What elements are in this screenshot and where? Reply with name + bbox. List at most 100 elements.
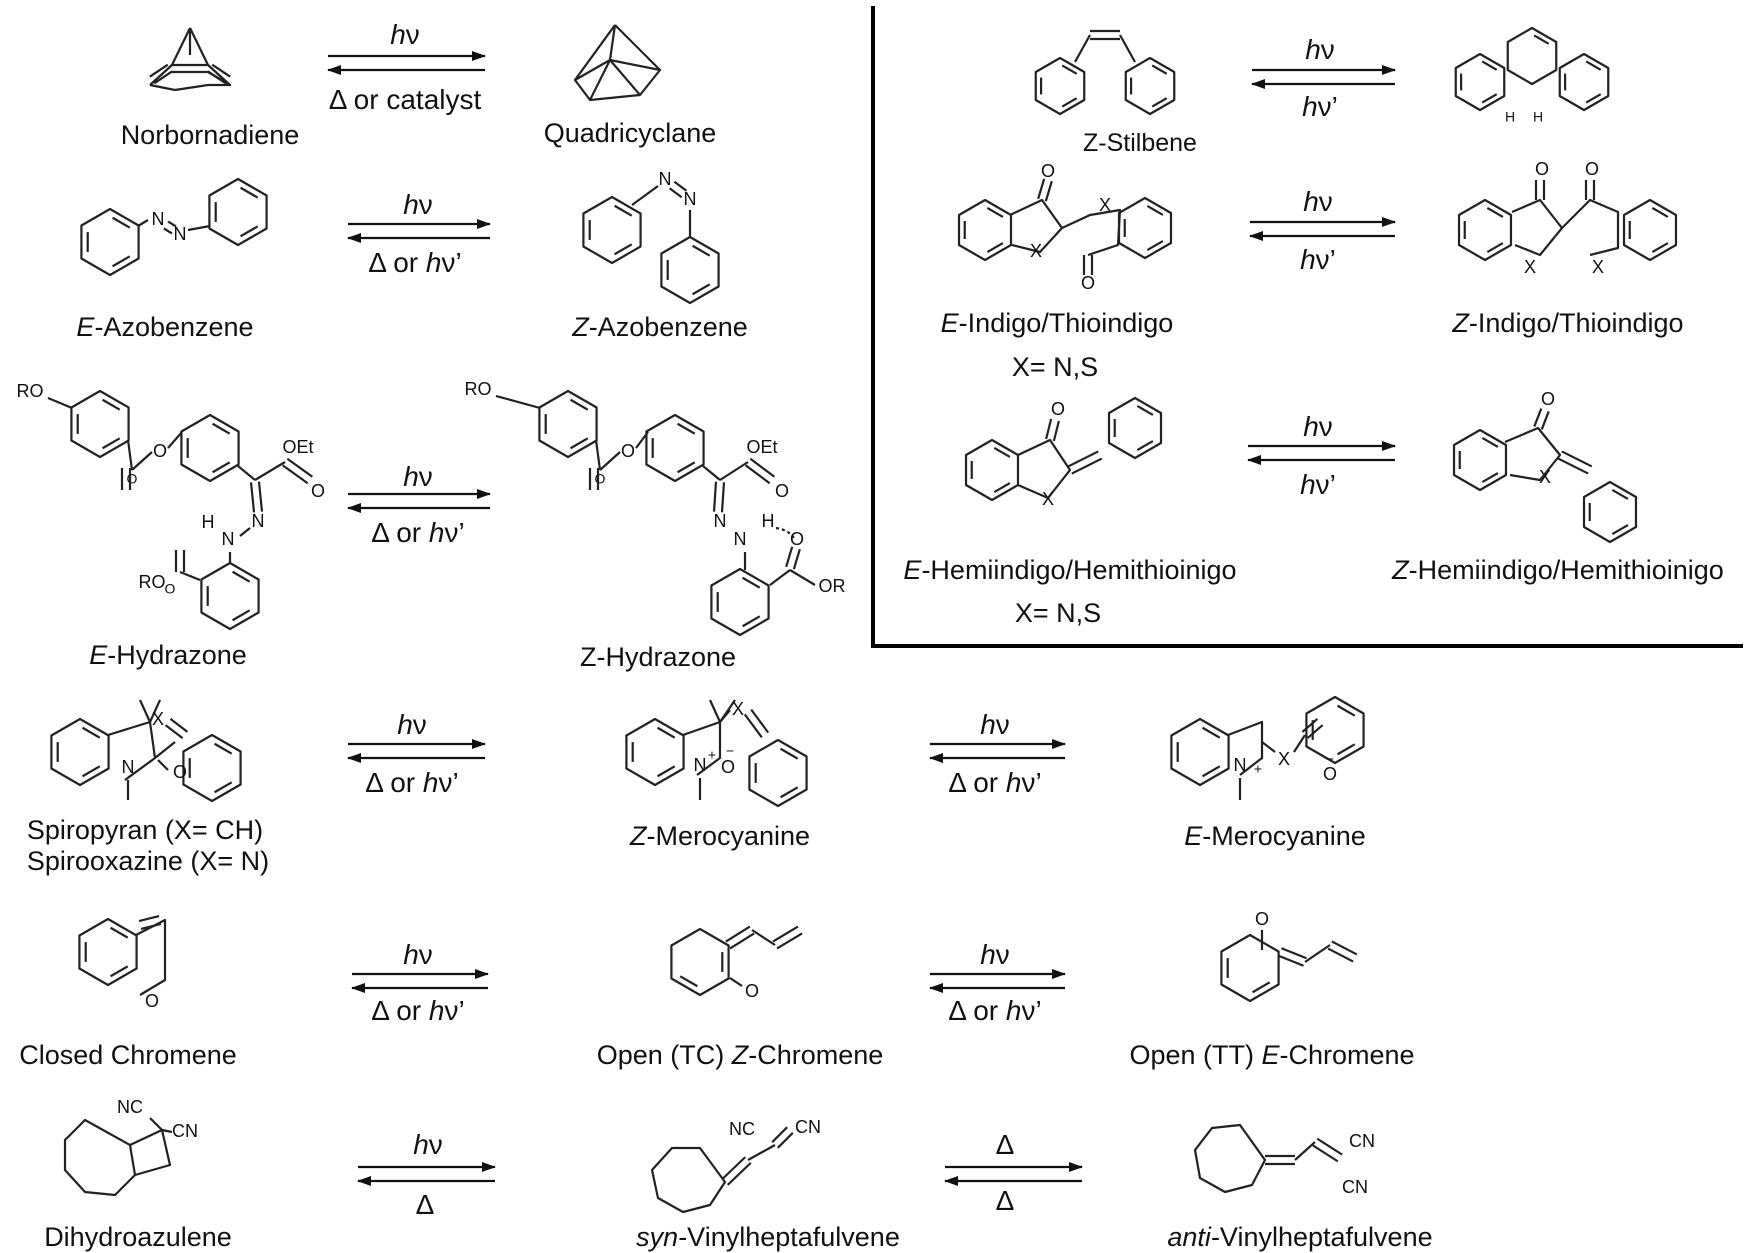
e-hemi-phenyl [1107,396,1163,460]
spiro-benzene [50,717,110,787]
bond [187,224,211,232]
arrow-indigo [1249,217,1396,241]
molecular-structures [47,24,1678,1214]
z-hemi-benzene [1452,428,1508,492]
atom-x: X [1539,467,1551,487]
cond-dha-bottom: Δ [415,1189,435,1220]
tt-chromene-ring [1220,933,1280,1003]
cond-stilbene-bottom: hν’ [1302,91,1338,122]
atom-o: O [621,441,635,461]
cond-azo-bottom: Δ or hν’ [368,247,462,278]
atom-nc: NC [729,1119,755,1139]
atom-x: X [1524,257,1536,277]
azo-z-ring-left [582,195,642,265]
bond [609,59,641,96]
label-spiropyran: Spiropyran (X= CH) [26,815,264,845]
cond-vhf-top: Δ [995,1129,1015,1160]
bond [167,431,183,449]
atom-o: O [173,762,187,782]
bond [608,24,617,61]
bond [140,922,162,930]
cond-hemi-top: hν [1303,411,1333,442]
bond [1067,450,1099,468]
hyd-e-ring-2 [180,413,240,483]
dhp-ring-left [1454,52,1506,112]
dha-5ring [129,1128,172,1177]
atom-o: O [1585,159,1599,179]
atom-h: H [202,512,215,532]
bond [1561,450,1593,468]
bond [1052,420,1060,442]
bond [599,451,621,471]
bond [747,1144,776,1161]
bond [1301,718,1319,733]
bond [239,527,251,537]
bond [725,925,751,943]
atom-cn: CN [795,1117,821,1137]
bond [720,482,726,513]
bond [719,709,731,723]
bond [154,741,176,759]
bond [776,932,803,950]
cond-sp-top: hν [397,709,427,740]
bond [148,699,162,723]
label-norbornadiene: Norbornadiene [120,120,300,150]
bond [594,439,602,471]
bond [771,1126,788,1143]
cond-azo-top: hν [403,189,433,220]
bond [1119,34,1136,63]
atom-x: X [1030,241,1042,261]
bond [727,1162,752,1186]
atom-cn: CN [1342,1177,1368,1197]
atom-n: N [734,529,747,549]
atom-h: H [1533,109,1543,125]
bond [744,464,771,485]
cond-nbd-top: hν [390,19,420,50]
bond [138,699,152,723]
bond [708,699,722,723]
bond [211,63,231,78]
bond [792,548,801,570]
arrow-nbd [327,51,486,75]
atom-x: X [1278,749,1290,769]
dhp-ring-mid [1506,26,1558,86]
z-mc-indoline [682,720,722,776]
bond [189,27,209,66]
label-e-hydrazone: E-Hydrazone [89,640,247,670]
label-e-hemiindigo: E-Hemiindigo/Hemithioinigo [903,555,1237,585]
atom-n: N [1234,755,1247,775]
bond [161,1128,173,1134]
arrow-vhf [944,1162,1083,1186]
atom-o: O [1041,161,1055,181]
atom-o: O [311,481,325,501]
bond [719,461,749,481]
label-syn-vinylheptafulvene: syn-Vinylheptafulvene [636,1222,900,1252]
bond [171,27,191,66]
anti-vhf-ring [1193,1123,1267,1194]
bond [131,451,153,471]
atom-o: O [1051,399,1065,419]
bond [1037,178,1046,200]
bond [237,465,256,481]
atom-ro: RO [465,379,492,399]
cond-hyd-bottom: Δ or hν’ [371,517,465,548]
norbornadiene-ring [149,63,232,87]
bond [126,439,134,471]
bond [702,465,721,481]
label-closed-chromene: Closed Chromene [19,1040,237,1070]
bond [589,59,611,101]
syn-vhf-ring [650,1146,727,1214]
bond [163,227,173,235]
atom-o: O [1535,159,1549,179]
bond [1316,1137,1343,1156]
arrow-stilbene [1251,65,1396,89]
atom-ro: RO [139,572,166,592]
arrow-spiro [347,739,486,763]
atom-oet: OEt [746,437,777,457]
chromene-benzene [78,917,138,987]
bond [495,394,541,410]
bond [169,717,189,733]
cond-vhf-bottom: Δ [995,1185,1015,1216]
bond [282,464,309,485]
